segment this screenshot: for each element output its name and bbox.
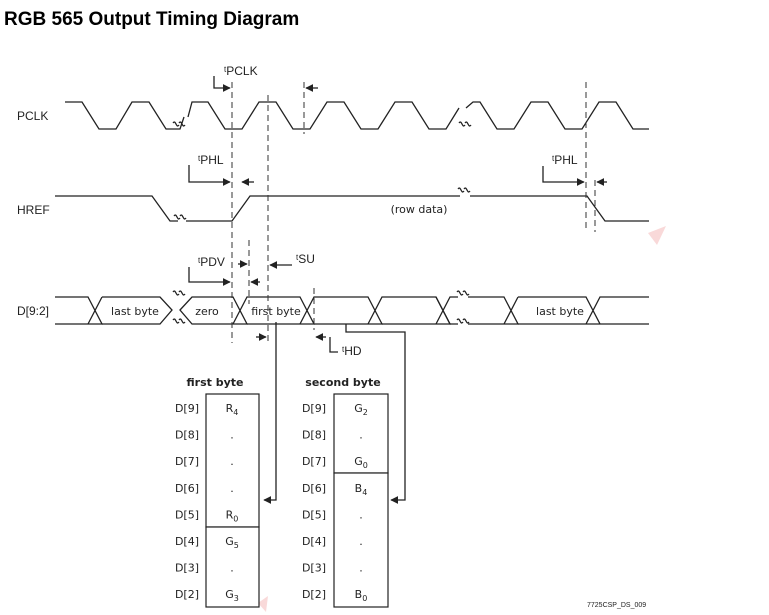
first-byte-bit-value: R4 — [226, 402, 239, 417]
first-byte-bit-value: G3 — [225, 588, 239, 603]
second-byte-pin-label: D[5] — [302, 508, 326, 521]
signal-label-data: D[9:2] — [17, 304, 49, 318]
second-byte-pin-label: D[8] — [302, 429, 326, 442]
second-byte-bit-value: G2 — [354, 402, 368, 417]
first-byte-bit-value: . — [230, 482, 234, 495]
figure-id: 7725CSP_DS_009 — [587, 602, 646, 609]
first-byte-bit-value: G5 — [225, 535, 239, 550]
second-byte-pin-label: D[9] — [302, 402, 326, 415]
first-byte-pin-label: D[4] — [175, 535, 199, 548]
second-byte-bit-value: . — [359, 535, 363, 548]
second-byte-bit-value: . — [359, 429, 363, 442]
timing-arrows — [188, 76, 607, 353]
first-byte-pin-label: D[8] — [175, 429, 199, 442]
first-byte-bit-value: R0 — [226, 508, 239, 523]
tpdv-label: tPDV — [198, 255, 225, 269]
second-byte-heading: second byte — [305, 376, 380, 389]
thd-label: tHD — [342, 344, 362, 358]
tphl-label-2: tPHL — [552, 153, 578, 167]
data-bus-waveform — [55, 290, 649, 325]
second-byte-pin-label: D[6] — [302, 482, 326, 495]
byte-connectors — [263, 322, 406, 504]
first-byte-pin-label: D[3] — [175, 562, 199, 575]
signal-label-pclk: PCLK — [17, 109, 48, 123]
href-waveform — [55, 187, 649, 222]
signal-label-href: HREF — [17, 203, 50, 217]
second-byte-pin-label: D[4] — [302, 535, 326, 548]
tsu-label: tSU — [296, 252, 315, 266]
second-byte-bit-value: . — [359, 508, 363, 521]
second-byte-bit-value: B0 — [355, 588, 368, 603]
timing-reference-lines — [231, 82, 596, 343]
tpclk-label: tPCLK — [224, 64, 258, 78]
diagram-title: RGB 565 Output Timing Diagram — [4, 9, 300, 30]
first-byte-rows: D[9] R4D[8]. D[7]. D[6]. D[5] R0D[4] G5D[3]. D[… — [175, 402, 239, 603]
first-byte-table — [205, 393, 260, 608]
href-row-data-label: (row data) — [391, 203, 448, 216]
bus-label-last-byte-2: last byte — [536, 305, 584, 318]
second-byte-rows: D[9] G2D[8]. D[7] G0D[6] B4D[5]. D[4]. D[3]. D[… — [302, 402, 368, 603]
first-byte-bit-value: . — [230, 429, 234, 442]
second-byte-pin-label: D[7] — [302, 455, 326, 468]
first-byte-pin-label: D[5] — [175, 508, 199, 521]
second-byte-bit-value: . — [359, 562, 363, 575]
second-byte-pin-label: D[3] — [302, 562, 326, 575]
first-byte-pin-label: D[7] — [175, 455, 199, 468]
bus-label-last-byte-1: last byte — [111, 305, 159, 318]
second-byte-bit-value: B4 — [355, 482, 368, 497]
first-byte-pin-label: D[6] — [175, 482, 199, 495]
first-byte-bit-value: . — [230, 455, 234, 468]
second-byte-table — [333, 393, 389, 608]
first-byte-bit-value: . — [230, 562, 234, 575]
second-byte-pin-label: D[2] — [302, 588, 326, 601]
bus-label-zero: zero — [195, 305, 219, 318]
first-byte-pin-label: D[2] — [175, 588, 199, 601]
second-byte-bit-value: G0 — [354, 455, 368, 470]
first-byte-heading: first byte — [187, 376, 244, 389]
tphl-label-1: tPHL — [198, 153, 224, 167]
watermark — [258, 226, 666, 612]
bus-label-first-byte: first byte — [251, 305, 301, 318]
pclk-waveform — [65, 101, 649, 130]
first-byte-pin-label: D[9] — [175, 402, 199, 415]
